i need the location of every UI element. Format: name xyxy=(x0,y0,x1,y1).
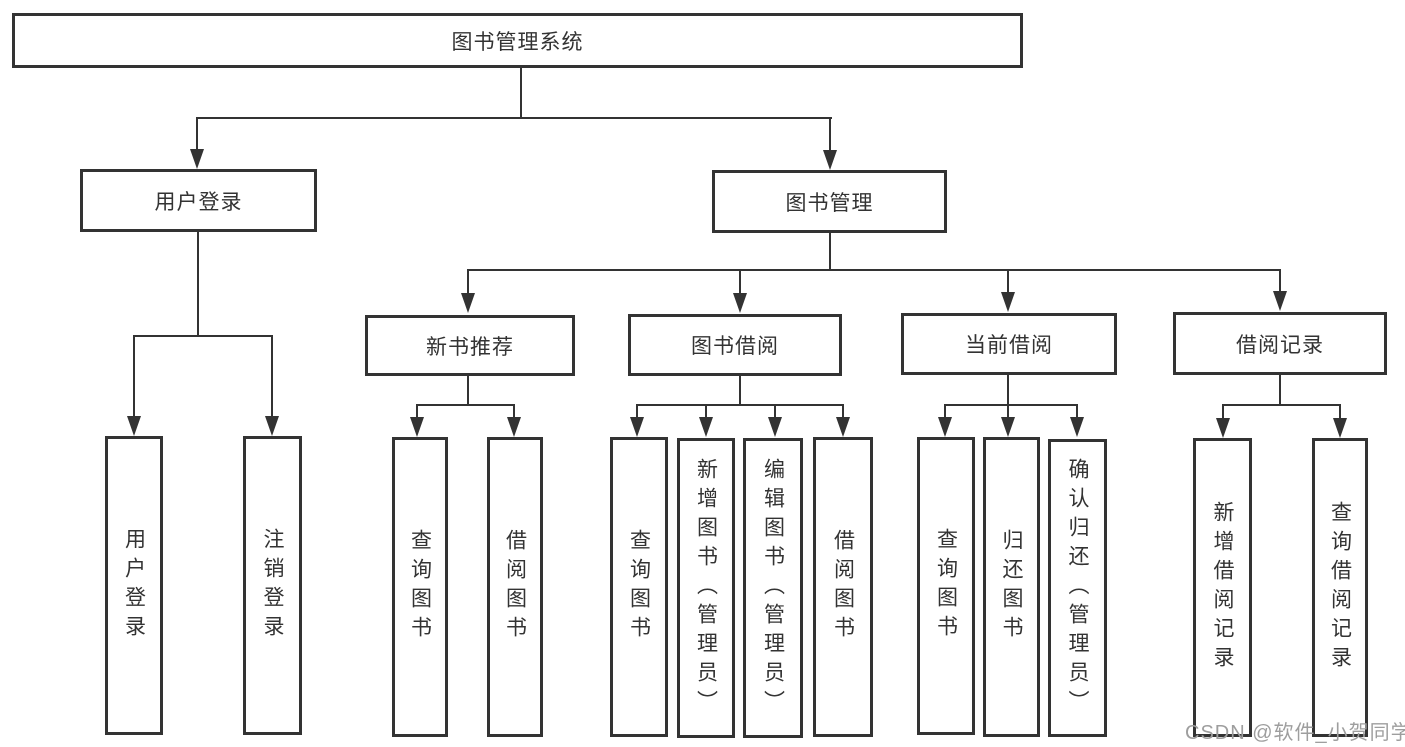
node-current-borrow: 当前借阅 xyxy=(901,313,1117,375)
connector-line xyxy=(1076,404,1078,420)
connector-line xyxy=(829,233,831,271)
connector-line xyxy=(944,404,1078,406)
arrow-down-icon xyxy=(699,417,713,437)
node-book-borrow: 图书借阅 xyxy=(628,314,842,376)
leaf-query-book-3: 查询图书 xyxy=(917,437,975,735)
leaf-add-borrow-record: 新增借阅记录 xyxy=(1193,438,1252,737)
leaf-user-login: 用户登录 xyxy=(105,436,163,735)
leaf-add-book-admin-label: 新增图书（管理员） xyxy=(694,457,718,719)
connector-line xyxy=(196,117,832,119)
leaf-logout-label: 注销登录 xyxy=(261,527,284,644)
leaf-return-book-label: 归还图书 xyxy=(1000,529,1023,645)
leaf-query-book-2: 查询图书 xyxy=(610,437,668,737)
connector-line xyxy=(1007,269,1009,295)
leaf-query-borrow-record-label: 查询借阅记录 xyxy=(1328,500,1352,675)
leaf-borrow-book-1: 借阅图书 xyxy=(487,437,543,737)
connector-line xyxy=(636,404,844,406)
arrow-down-icon xyxy=(823,150,837,170)
node-borrow-record: 借阅记录 xyxy=(1173,312,1387,375)
connector-line xyxy=(133,335,273,337)
node-book-management: 图书管理 xyxy=(712,170,947,233)
connector-line xyxy=(416,404,418,420)
leaf-confirm-return-admin-label: 确认归还（管理员） xyxy=(1066,457,1089,719)
leaf-edit-book-admin-label: 编辑图书（管理员） xyxy=(761,457,785,719)
connector-line xyxy=(520,68,522,118)
connector-line xyxy=(416,404,515,406)
node-borrow-record-label: 借阅记录 xyxy=(1236,333,1324,357)
node-book-borrow-label: 图书借阅 xyxy=(691,335,779,358)
arrow-down-icon xyxy=(1333,418,1347,438)
connector-line xyxy=(636,404,638,420)
arrow-down-icon xyxy=(836,417,850,437)
connector-line xyxy=(133,335,135,419)
leaf-confirm-return-admin: 确认归还（管理员） xyxy=(1048,439,1107,737)
leaf-query-borrow-record: 查询借阅记录 xyxy=(1312,438,1368,737)
node-user-login-label: 用户登录 xyxy=(154,190,243,214)
arrow-down-icon xyxy=(1001,292,1015,312)
connector-line xyxy=(271,335,273,419)
connector-line xyxy=(1279,269,1281,295)
leaf-query-book-1: 查询图书 xyxy=(392,437,448,737)
watermark: CSDN @软件_小贺同学 xyxy=(1185,722,1405,744)
arrow-down-icon xyxy=(938,417,952,437)
connector-line xyxy=(1339,404,1341,420)
node-user-login: 用户登录 xyxy=(80,169,317,232)
connector-line xyxy=(467,269,1281,271)
connector-line xyxy=(829,117,831,153)
connector-line xyxy=(774,404,776,420)
leaf-query-book-2-label: 查询图书 xyxy=(627,529,651,645)
connector-line xyxy=(1007,375,1009,406)
arrow-down-icon xyxy=(190,149,204,169)
arrow-down-icon xyxy=(1273,291,1287,311)
connector-line xyxy=(467,376,469,406)
leaf-query-book-3-label: 查询图书 xyxy=(934,528,958,644)
leaf-query-book-1-label: 查询图书 xyxy=(408,529,432,645)
connector-line xyxy=(944,404,946,420)
arrow-down-icon xyxy=(507,417,521,437)
connector-line xyxy=(197,232,199,336)
arrow-down-icon xyxy=(630,417,644,437)
connector-line xyxy=(1279,375,1281,406)
arrow-down-icon xyxy=(127,416,141,436)
connector-line xyxy=(739,376,741,406)
node-root-label: 图书管理系统 xyxy=(451,30,584,54)
leaf-borrow-book-2-label: 借阅图书 xyxy=(831,529,855,645)
arrow-down-icon xyxy=(768,417,782,437)
node-root: 图书管理系统 xyxy=(12,13,1023,68)
leaf-logout: 注销登录 xyxy=(243,436,302,735)
leaf-user-login-label: 用户登录 xyxy=(122,527,146,644)
arrow-down-icon xyxy=(1070,417,1084,437)
connector-line xyxy=(739,269,741,295)
leaf-add-book-admin: 新增图书（管理员） xyxy=(677,438,735,738)
connector-line xyxy=(842,404,844,420)
connector-line xyxy=(513,404,515,420)
connector-line xyxy=(467,269,469,295)
leaf-return-book: 归还图书 xyxy=(983,437,1040,737)
connector-line xyxy=(705,404,707,420)
node-book-management-label: 图书管理 xyxy=(785,191,874,215)
arrow-down-icon xyxy=(1216,418,1230,438)
leaf-borrow-book-1-label: 借阅图书 xyxy=(503,529,527,645)
arrow-down-icon xyxy=(1001,417,1015,437)
node-new-book-recommend: 新书推荐 xyxy=(365,315,575,376)
node-current-borrow-label: 当前借阅 xyxy=(965,334,1053,357)
leaf-edit-book-admin: 编辑图书（管理员） xyxy=(743,438,803,738)
arrow-down-icon xyxy=(410,417,424,437)
connector-line xyxy=(1222,404,1341,406)
leaf-add-borrow-record-label: 新增借阅记录 xyxy=(1211,500,1234,675)
connector-line xyxy=(1007,404,1009,420)
arrow-down-icon xyxy=(733,293,747,313)
connector-line xyxy=(196,117,198,153)
arrow-down-icon xyxy=(265,416,279,436)
leaf-borrow-book-2: 借阅图书 xyxy=(813,437,873,737)
arrow-down-icon xyxy=(461,293,475,313)
node-new-book-recommend-label: 新书推荐 xyxy=(426,335,514,359)
connector-line xyxy=(1222,404,1224,420)
